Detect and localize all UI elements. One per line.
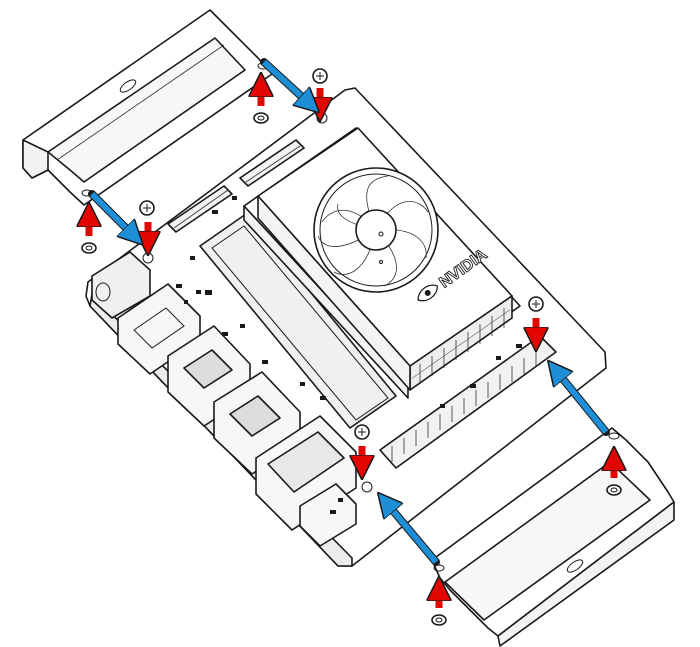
board-connectors [91, 251, 357, 547]
gpio-header [379, 335, 557, 469]
washer-icon [431, 614, 447, 626]
screw-icon [139, 200, 155, 216]
board-components [176, 196, 522, 514]
compute-module: NVIDIA [243, 127, 521, 399]
right-mounting-bracket [431, 427, 675, 647]
insert-arrow-icon [88, 190, 136, 238]
fan-icon [313, 167, 439, 293]
insert-arrow-icon [260, 58, 312, 106]
insert-arrow-icon [554, 368, 610, 436]
left-mounting-bracket [22, 9, 273, 206]
ribbon-connectors [167, 139, 305, 233]
washer-icon [253, 112, 269, 124]
screw-icon [312, 68, 328, 84]
screw-icon [528, 296, 544, 312]
module-slot [199, 213, 397, 429]
screw-icon [354, 424, 370, 440]
washer-icon [81, 242, 97, 254]
washer-icon [606, 484, 622, 496]
insert-arrow-icon [384, 500, 440, 566]
